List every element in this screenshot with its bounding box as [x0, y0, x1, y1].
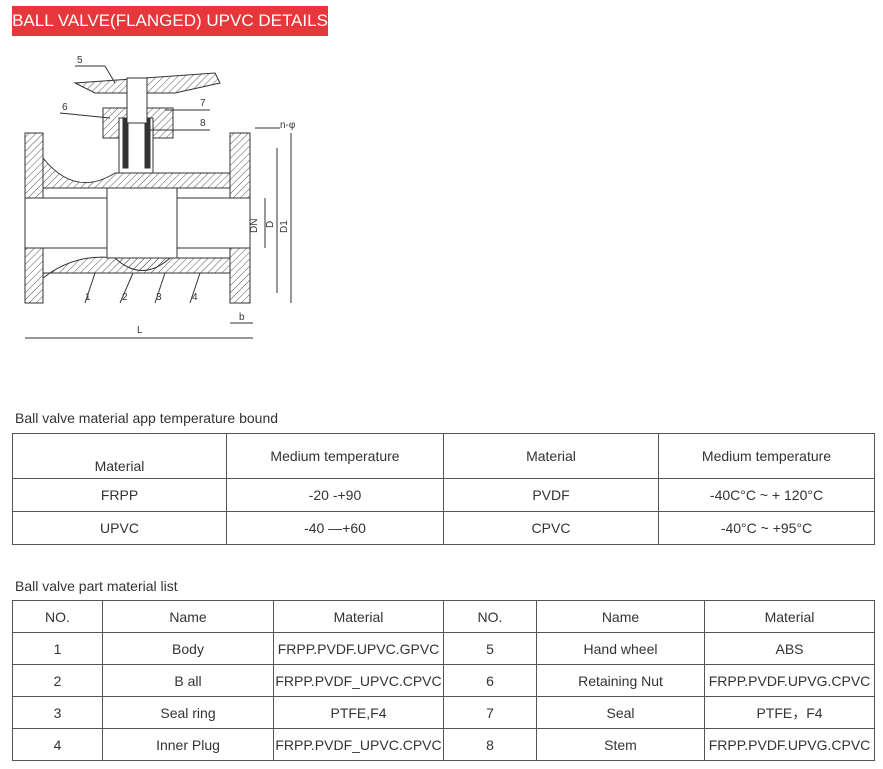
svg-text:1: 1	[85, 292, 91, 303]
svg-text:6: 6	[62, 102, 68, 113]
part-labels: 5 6 7 8 1 2 3 4	[59, 55, 210, 304]
temperature-table: Material Medium temperature Material Med…	[12, 433, 875, 545]
ball-valve-diagram: 5 6 7 8 1 2 3 4 n-φ DN D D1 L b	[24, 55, 296, 339]
table-header-row: Material Medium temperature Material Med…	[12, 433, 875, 479]
parts-table-caption: Ball valve part material list	[15, 578, 178, 594]
temperature-table-caption: Ball valve material app temperature boun…	[15, 410, 279, 426]
svg-text:2: 2	[122, 292, 128, 303]
svg-text:4: 4	[192, 292, 198, 303]
svg-text:D: D	[265, 221, 276, 228]
svg-text:3: 3	[156, 292, 162, 303]
svg-text:5: 5	[77, 55, 83, 66]
svg-text:7: 7	[200, 98, 206, 109]
svg-text:L: L	[137, 325, 143, 336]
svg-text:b: b	[239, 312, 245, 323]
svg-text:8: 8	[200, 118, 206, 129]
svg-text:n-φ: n-φ	[280, 120, 296, 131]
page-title: BALL VALVE(FLANGED) UPVC DETAILS	[12, 6, 328, 36]
svg-text:D1: D1	[279, 220, 290, 233]
svg-text:DN: DN	[249, 219, 260, 233]
